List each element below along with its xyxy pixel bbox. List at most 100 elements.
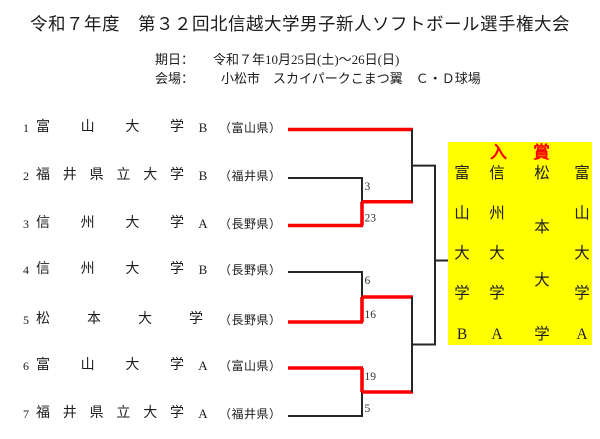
team-name-char: 福 [36, 406, 50, 421]
team-name: 福井県立大学 [36, 167, 184, 185]
team-name-char: 本 [87, 312, 101, 327]
team-number: 2 [23, 169, 29, 183]
team-name-char: 県 [89, 406, 104, 421]
prize-team-char: A [576, 325, 588, 343]
team-name-char: 立 [116, 168, 131, 183]
team-number: 5 [23, 313, 29, 327]
prize-team-char: 富 [574, 165, 590, 182]
prize-team-char: 州 [489, 205, 505, 223]
team-name-char: 立 [116, 406, 131, 421]
team-prefecture: （富山県） [219, 120, 282, 135]
team-name-char: 山 [80, 119, 95, 135]
team-prefecture: （福井県） [219, 169, 282, 183]
team-name-char: 富 [36, 119, 50, 135]
prize-team-char: 大 [454, 245, 470, 263]
team-name-char: 大 [125, 215, 140, 231]
prize-title-char: 賞 [533, 143, 550, 162]
prize-team-char: 学 [574, 285, 590, 303]
prize-team-char: 大 [489, 245, 505, 263]
team-name-char: 山 [80, 358, 95, 373]
team-name-char: 大 [143, 406, 158, 421]
team-name: 富山大学 [36, 357, 184, 375]
prize-team-char: A [491, 325, 503, 343]
team-name-char: 州 [80, 262, 95, 277]
team-suffix: B [198, 119, 208, 135]
prize-team-char: 学 [454, 285, 470, 303]
team-suffix: A [198, 358, 208, 373]
team-name-char: 学 [169, 406, 184, 421]
prize-team-char: 山 [454, 205, 470, 223]
match-score: 23 [365, 213, 377, 225]
team-name-char: 信 [36, 262, 50, 277]
team-prefecture: （富山県） [219, 359, 282, 373]
team-name: 富山大学 [36, 119, 184, 137]
match-score: 19 [365, 371, 377, 383]
match-score: 6 [365, 275, 371, 287]
prize-team-char: 学 [489, 285, 505, 303]
team-name-char: 学 [169, 168, 184, 183]
team-name: 松本大学 [36, 311, 203, 329]
team-name-char: 学 [189, 312, 203, 327]
team-name-char: 学 [169, 358, 184, 373]
team-prefecture: （長野県） [219, 313, 282, 327]
prize-team-column: 富山大学 B [452, 166, 472, 342]
team-number: 1 [23, 120, 29, 135]
match-score: 5 [365, 403, 371, 415]
date-label: 期日： [155, 52, 195, 67]
page-title: 令和７年度 第３２回北信越大学男子新人ソフトボール選手権大会 [30, 14, 570, 34]
team-name-char: 松 [36, 312, 50, 327]
prize-team-column: 信州大学 A [487, 166, 507, 342]
team-number: 6 [23, 359, 29, 373]
prize-team-char: 信 [489, 165, 505, 182]
prize-title: 入賞 [448, 143, 592, 163]
prize-title-char: 入 [490, 143, 507, 162]
team-name: 福井県立大学 [36, 405, 184, 423]
team-name-char: 大 [143, 168, 158, 183]
team-prefecture: （長野県） [219, 263, 282, 277]
team-name-char: 大 [138, 312, 152, 327]
team-name-char: 富 [36, 358, 50, 373]
prize-team-char: B [456, 325, 468, 343]
team-name-char: 福 [36, 168, 50, 183]
team-suffix: B [198, 262, 208, 277]
venue-value: 小松市 スカイパークこまつ翼 Ｃ・Ｄ球場 [221, 71, 481, 86]
team-suffix: B [198, 168, 208, 183]
team-name-char: 井 [62, 168, 77, 183]
team-name-char: 県 [89, 168, 104, 183]
team-number: 3 [23, 216, 29, 231]
date-value: 令和７年10月25日(土)～26日(日) [213, 52, 400, 67]
team-name-char: 学 [169, 119, 184, 135]
match-score: 3 [365, 181, 371, 193]
team-name-char: 信 [36, 215, 50, 231]
team-name-char: 学 [169, 215, 184, 231]
venue-label: 会場： [155, 71, 195, 86]
team-name: 信州大学 [36, 261, 184, 279]
prize-team-char: 富 [454, 165, 470, 182]
team-suffix: A [198, 406, 208, 421]
team-name: 信州大学 [36, 215, 184, 233]
team-name-char: 大 [125, 358, 140, 373]
prize-team-char: 大 [534, 272, 550, 289]
team-number: 7 [23, 407, 29, 421]
team-prefecture: （福井県） [219, 407, 282, 421]
team-number: 4 [23, 263, 29, 277]
team-suffix: A [198, 215, 208, 231]
team-name-char: 大 [125, 119, 140, 135]
prize-team-char: 松 [534, 165, 550, 182]
team-row: 7 福井県立大学 A （福井県） [0, 405, 300, 423]
team-name-char: 大 [125, 262, 140, 277]
prize-team-char: 大 [574, 245, 590, 263]
team-name-char: 州 [80, 215, 95, 231]
match-score: 16 [365, 309, 377, 321]
team-prefecture: （長野県） [219, 216, 282, 231]
